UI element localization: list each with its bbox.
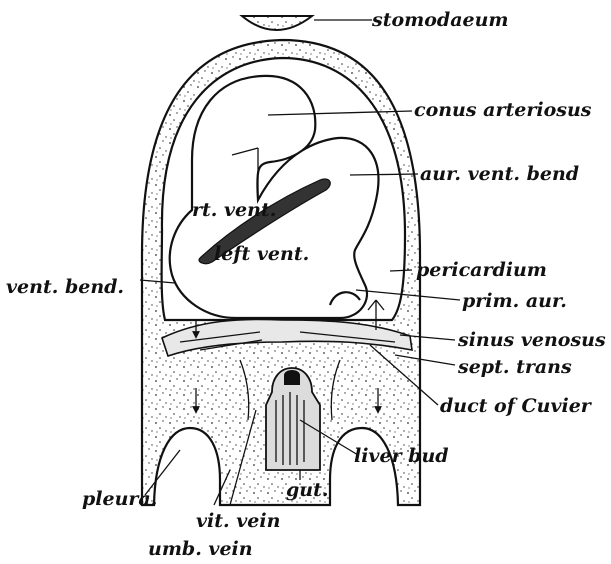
label-left-vent: left vent.	[214, 243, 309, 265]
label-pleura: pleura.	[82, 488, 157, 510]
label-vent-bend: vent. bend.	[6, 276, 124, 298]
label-prim-aur: prim. aur.	[462, 290, 567, 312]
label-umb-vein: umb. vein	[148, 538, 253, 560]
gut	[284, 370, 300, 385]
label-rt-vent: rt. vent.	[192, 199, 276, 221]
label-sinus-venosus: sinus venosus	[457, 329, 606, 351]
label-vit-vein: vit. vein	[196, 510, 280, 532]
label-stomodaeum: stomodaeum	[371, 9, 509, 31]
label-aur-vent-bend: aur. vent. bend	[420, 163, 579, 185]
label-sept-trans: sept. trans	[457, 356, 572, 378]
label-duct-of-cuvier: duct of Cuvier	[440, 395, 593, 417]
label-conus-arteriosus: conus arteriosus	[414, 99, 592, 121]
label-gut: gut.	[286, 479, 329, 501]
label-liver-bud: liver bud	[354, 445, 449, 467]
stomodaeum-structure	[242, 16, 312, 30]
label-pericardium: pericardium	[416, 259, 547, 281]
